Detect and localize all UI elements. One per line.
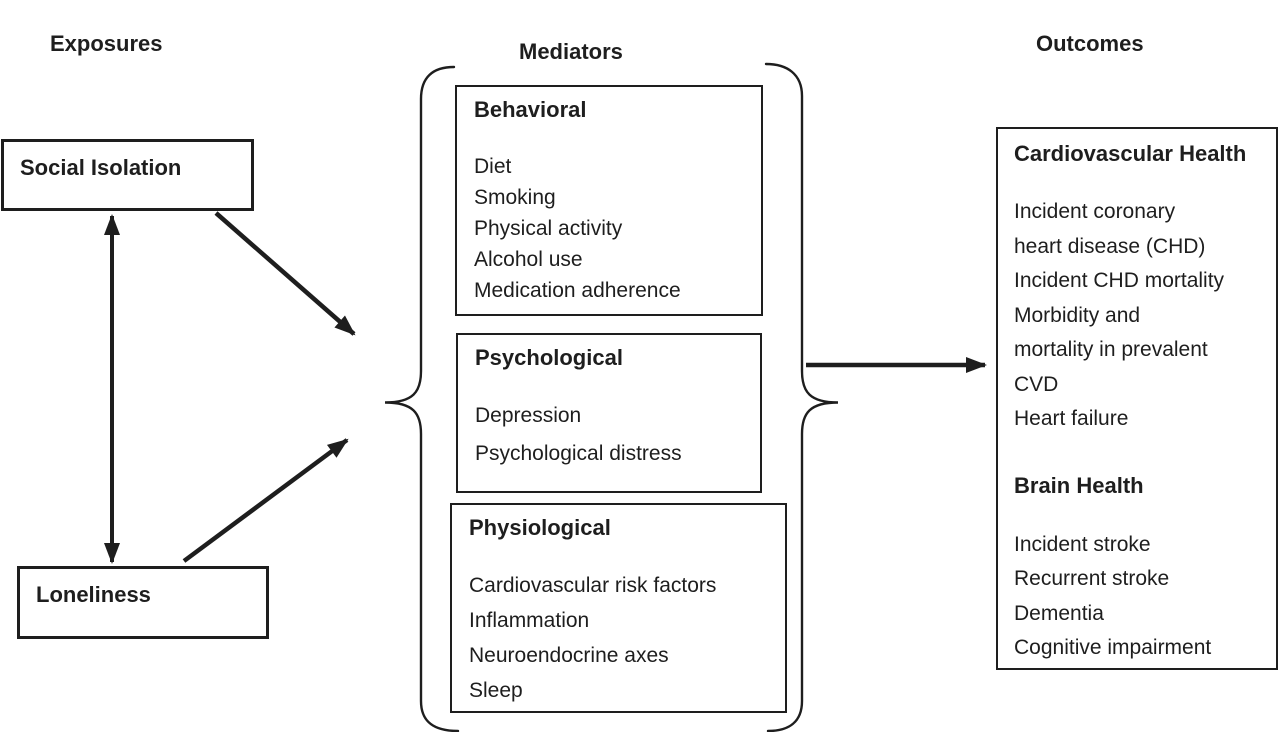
mediator-item: Medication adherence	[474, 279, 681, 302]
outcome-line: Recurrent stroke	[1014, 567, 1170, 590]
cardiovascular-health-title: Cardiovascular Health	[1014, 141, 1247, 166]
mediator-item: Smoking	[474, 186, 556, 209]
outcome-line: mortality in prevalent	[1014, 338, 1208, 361]
outcomes-box: Cardiovascular Health Incident coronary …	[996, 127, 1278, 670]
outcome-line: Incident CHD mortality	[1014, 269, 1225, 292]
outcome-line: Cognitive impairment	[1014, 636, 1212, 659]
outcome-line: Dementia	[1014, 601, 1104, 625]
psychological-mediators-box: Psychological Depression Psychological d…	[456, 333, 762, 493]
outcome-line: Incident coronary	[1014, 200, 1176, 223]
mediator-item: Diet	[474, 155, 512, 178]
exposures-header: Exposures	[50, 31, 163, 56]
arrow-loneliness-to-mediators	[182, 438, 349, 563]
mediator-item: Sleep	[469, 679, 523, 702]
social-isolation-box: Social Isolation	[1, 139, 254, 211]
outcome-line: Incident stroke	[1014, 532, 1151, 556]
behavioral-mediators-box: Behavioral Diet Smoking Physical activit…	[455, 85, 763, 316]
outcome-line: heart disease (CHD)	[1014, 234, 1206, 258]
loneliness-box: Loneliness	[17, 566, 269, 639]
psychological-title: Psychological	[475, 345, 623, 370]
outcome-line: CVD	[1014, 372, 1059, 396]
mediator-item: Inflammation	[469, 609, 590, 632]
psychological-item-list: Depression Psychological distress	[458, 397, 760, 473]
mediator-item: Psychological distress	[475, 442, 682, 465]
arrow-social-isolation-to-mediators	[214, 211, 356, 336]
mediator-item: Depression	[475, 404, 582, 427]
social-isolation-label: Social Isolation	[20, 155, 182, 180]
behavioral-title: Behavioral	[474, 97, 587, 122]
physiological-item-list: Cardiovascular risk factors Inflammation…	[452, 568, 785, 708]
brain-health-title: Brain Health	[1014, 472, 1144, 498]
mediators-header: Mediators	[519, 39, 623, 64]
outcomes-header: Outcomes	[1036, 31, 1144, 56]
outcome-line: Morbidity and	[1014, 303, 1141, 327]
brain-health-list: Incident stroke Recurrent stroke Dementi…	[998, 528, 1276, 666]
outcome-line: Heart failure	[1014, 407, 1129, 430]
mediator-item: Neuroendocrine axes	[469, 644, 669, 667]
mediator-item: Alcohol use	[474, 248, 583, 271]
mediator-item: Physical activity	[474, 217, 623, 240]
mediator-item: Cardiovascular risk factors	[469, 574, 717, 597]
mediators-left-brace	[384, 65, 460, 732]
loneliness-label: Loneliness	[36, 582, 151, 607]
cardiovascular-health-list: Incident coronary heart disease (CHD) In…	[998, 195, 1276, 437]
physiological-mediators-box: Physiological Cardiovascular risk factor…	[450, 503, 787, 713]
physiological-title: Physiological	[469, 515, 611, 540]
behavioral-item-list: Diet Smoking Physical activity Alcohol u…	[457, 151, 761, 306]
